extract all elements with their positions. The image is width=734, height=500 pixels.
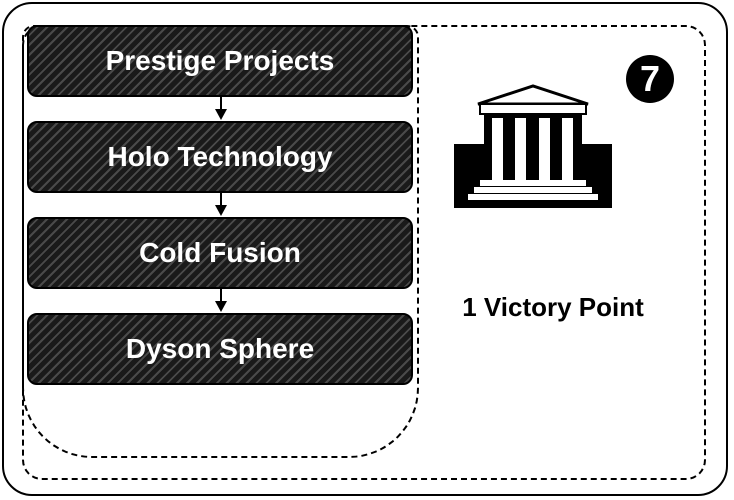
arrow-down-icon [215, 289, 227, 312]
tech-prestige-projects: Prestige Projects [27, 25, 413, 97]
victory-point-label: 1 Victory Point [462, 292, 644, 322]
tech-dyson-sphere: Dyson Sphere [27, 313, 413, 385]
temple-icon [454, 84, 612, 208]
tech-label: Cold Fusion [139, 237, 301, 268]
tech-cold-fusion: Cold Fusion [27, 217, 413, 289]
badge-number: 7 [639, 58, 661, 99]
tech-label: Holo Technology [107, 141, 333, 172]
tech-holo-technology: Holo Technology [27, 121, 413, 193]
arrow-down-icon [215, 97, 227, 120]
arrow-down-icon [215, 193, 227, 216]
tech-label: Prestige Projects [105, 45, 335, 76]
tech-label: Dyson Sphere [125, 333, 315, 364]
number-badge: 7 [626, 55, 674, 103]
